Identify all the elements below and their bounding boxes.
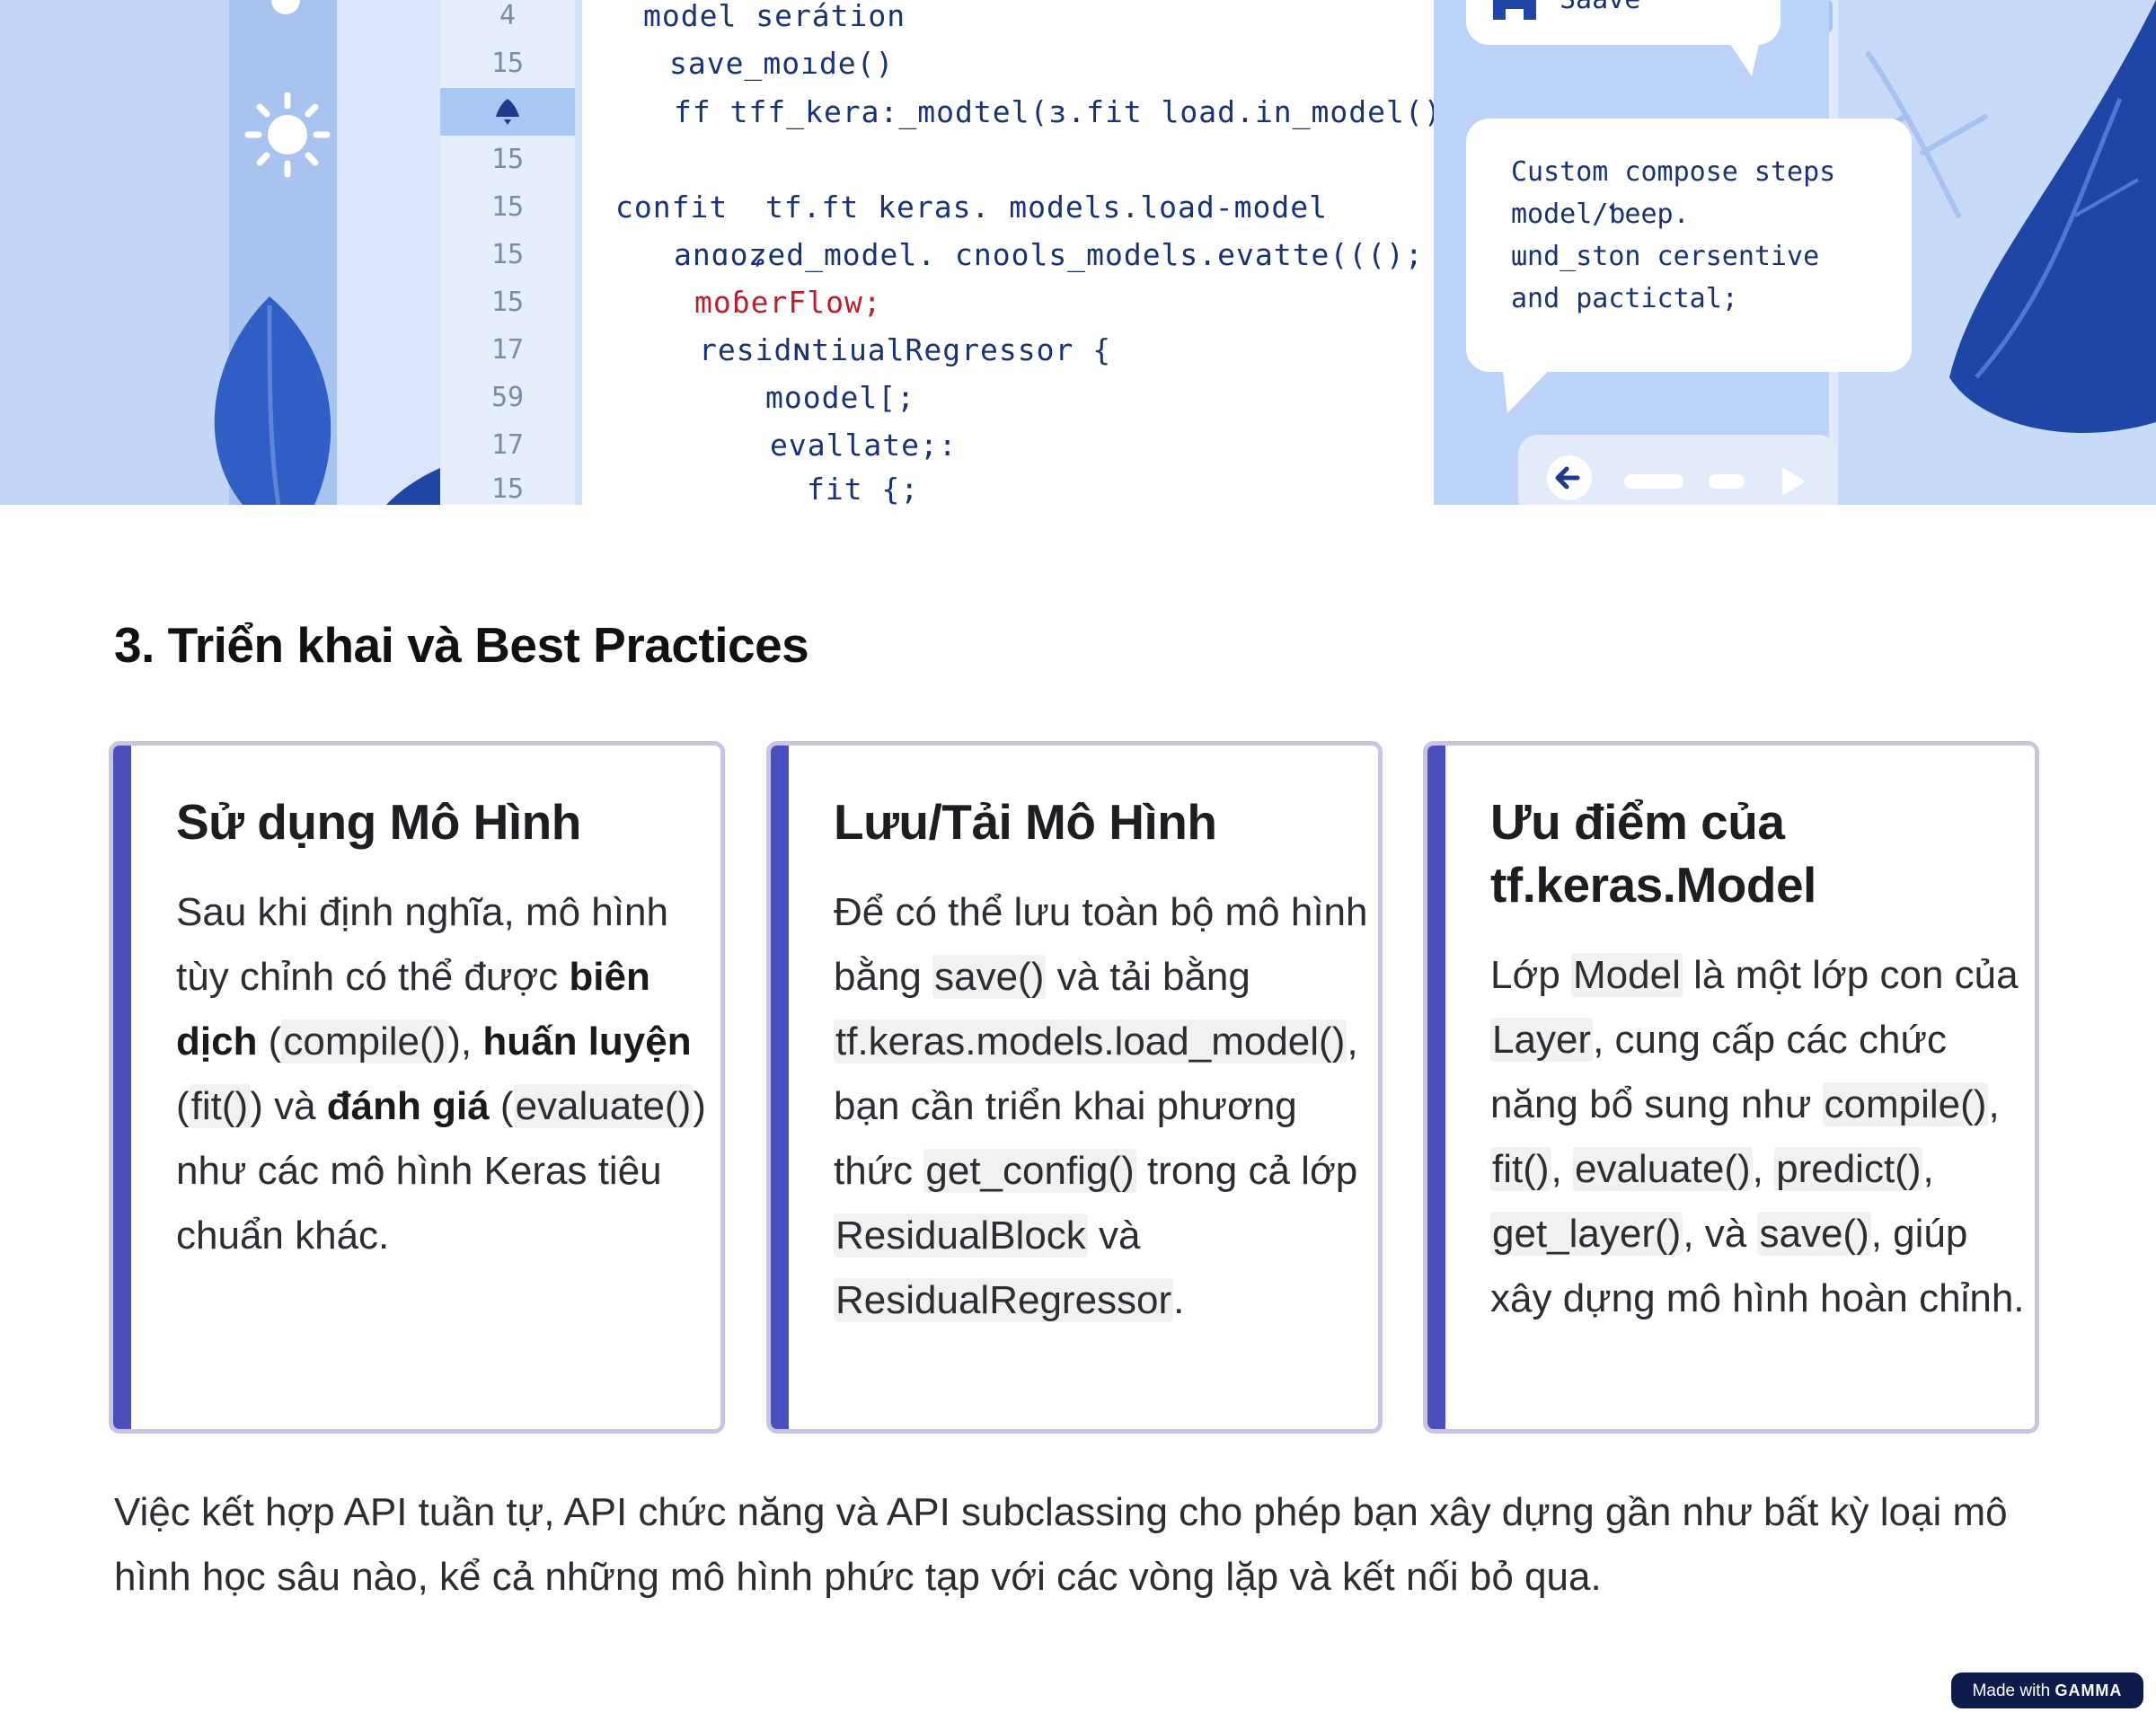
bell-icon <box>496 99 519 125</box>
card-body: Sau khi định nghĩa, mô hình tùy chỉnh có… <box>176 880 715 1268</box>
inline-code: tf.keras.models.load_model() <box>834 1019 1348 1063</box>
code-line: ff tff_kera:_modtel(ɜ.fit load.in_model(… <box>674 94 1462 129</box>
line-number: 15 <box>490 191 525 223</box>
inline-code: save() <box>932 955 1047 999</box>
text-run: . <box>1173 1278 1185 1322</box>
text-run: ( <box>489 1084 514 1128</box>
card-model-usage: Sử dụng Mô Hình Sau khi định nghĩa, mô h… <box>109 741 725 1434</box>
made-with-gamma-badge[interactable]: Made with GAMMA <box>1951 1672 2143 1708</box>
card-title: Lưu/Tải Mô Hình <box>834 794 1217 850</box>
card-body: Lớp Model là một lớp con của Layer, cung… <box>1490 943 2029 1331</box>
inline-code: ResidualBlock <box>834 1214 1088 1258</box>
code-line: model serátion <box>643 0 906 33</box>
save-icon <box>1493 0 1536 20</box>
info-bubble-tail <box>1502 363 1556 413</box>
inline-code: evaluate() <box>513 1084 694 1128</box>
text-run: ) như các mô hình Keras tiêu chuẩn khác. <box>176 1084 706 1258</box>
inline-code: predict() <box>1774 1147 1923 1191</box>
play-icon[interactable] <box>1779 465 1807 498</box>
inline-code: fit() <box>189 1084 251 1128</box>
progress-dot <box>1624 474 1683 489</box>
inline-code: fit() <box>1490 1147 1551 1191</box>
inline-code: evaluate() <box>1572 1147 1753 1191</box>
text-run: Để có thể lưu toàn bộ mô hình bằng <box>834 890 1368 999</box>
card-title: Ưu điểm của tf.keras.Model <box>1490 794 1816 913</box>
bold-term: huấn luyện <box>482 1019 692 1063</box>
text-run: , <box>1752 1147 1775 1191</box>
line-number: 15 <box>490 144 525 175</box>
code-line: fit {; <box>807 472 920 505</box>
code-line: save_moıde() <box>669 46 895 81</box>
inline-code: compile() <box>1822 1082 1989 1126</box>
code-editor <box>582 0 1436 505</box>
inline-code: get_layer() <box>1490 1212 1683 1256</box>
card-advantages: Ưu điểm của tf.keras.Model Lớp Model là … <box>1423 741 2039 1434</box>
bold-term: biên dịch <box>176 955 650 1063</box>
code-line: anɑoʑed_model. cnools_models.evatte(((); <box>674 237 1443 272</box>
hero-illustration: 4 15 15 15 15 15 17 59 17 15 model serát… <box>0 0 2156 505</box>
bubble-text: Custom compose steps model/ƅeep. ɯnd_sto… <box>1511 156 1836 314</box>
badge-brand: GAMMA <box>2054 1681 2123 1699</box>
info-bubble <box>1466 119 1912 372</box>
line-number: 15 <box>490 473 525 505</box>
inline-code: Layer <box>1490 1018 1594 1062</box>
text-run: , <box>1551 1147 1573 1191</box>
line-number: 17 <box>490 429 525 461</box>
text-run: , và <box>1683 1212 1758 1256</box>
text-run: là một lớp con của <box>1682 953 2019 997</box>
card-body: Để có thể lưu toàn bộ mô hình bằng save(… <box>834 880 1373 1333</box>
card-save-load: Lưu/Tải Mô Hình Để có thể lưu toàn bộ mô… <box>766 741 1383 1434</box>
inline-code: get_config() <box>923 1149 1136 1193</box>
save-label: Saave <box>1560 0 1640 18</box>
leaf-right <box>1949 0 2156 433</box>
bold-term: đánh giá <box>326 1084 490 1128</box>
text-run: , giúp xây dựng mô hình hoàn chỉnh. <box>1490 1212 2025 1320</box>
card-title: Sử dụng Mô Hình <box>176 794 581 850</box>
code-gutter: 4 15 15 15 15 15 17 59 17 15 <box>440 0 575 505</box>
text-run: , bạn cần triển khai phương thức <box>834 1019 1358 1193</box>
section-title: 3. Triển khai và Best Practices <box>114 617 809 673</box>
code-line: moɓerFlow; <box>694 285 882 320</box>
code-line: evallate;: <box>770 428 958 463</box>
line-number: 15 <box>490 287 525 318</box>
line-number: 15 <box>490 48 525 79</box>
badge-prefix: Made with <box>1972 1681 2055 1700</box>
text-run: ), <box>447 1019 483 1063</box>
leaf-left <box>214 296 331 505</box>
text-run: Lớp <box>1490 953 1572 997</box>
arrow-left-icon <box>1555 466 1580 490</box>
line-number: 59 <box>490 382 525 413</box>
text-run: Sau khi định nghĩa, mô hình tùy chỉnh có… <box>176 890 668 999</box>
text-run: , cung cấp các chức năng bổ sung như <box>1490 1018 1947 1126</box>
text-run: ) và <box>250 1084 327 1128</box>
line-number: 15 <box>490 239 525 270</box>
text-run: ( <box>257 1019 282 1063</box>
inline-code: compile() <box>281 1019 448 1063</box>
text-run: trong cả lớp <box>1135 1149 1358 1193</box>
text-run: , <box>1922 1147 1934 1191</box>
summary-paragraph: Việc kết hợp API tuần tự, API chức năng … <box>114 1490 2008 1599</box>
text-run: ( <box>176 1084 190 1128</box>
line-number: 4 <box>499 0 517 31</box>
back-button[interactable] <box>1547 455 1592 500</box>
small-sun-icon <box>271 0 300 14</box>
line-number-active <box>440 88 575 136</box>
inline-code: Model <box>1571 953 1683 997</box>
inline-code: save() <box>1757 1212 1871 1256</box>
text-run: và <box>1087 1214 1141 1258</box>
text-run: , <box>1988 1082 2000 1126</box>
bubble-tail <box>1725 36 1761 76</box>
sun-icon <box>244 92 331 178</box>
code-line: residɴtiualRegressor { <box>699 332 1112 367</box>
text-run: và tải bằng <box>1046 955 1250 999</box>
line-number: 17 <box>490 334 525 366</box>
progress-dot <box>1709 474 1745 489</box>
inline-code: ResidualRegressor <box>834 1278 1174 1322</box>
code-line: moodel[; <box>765 380 915 415</box>
code-line: confit tf.ft keras. models.load-model <box>615 190 1328 225</box>
